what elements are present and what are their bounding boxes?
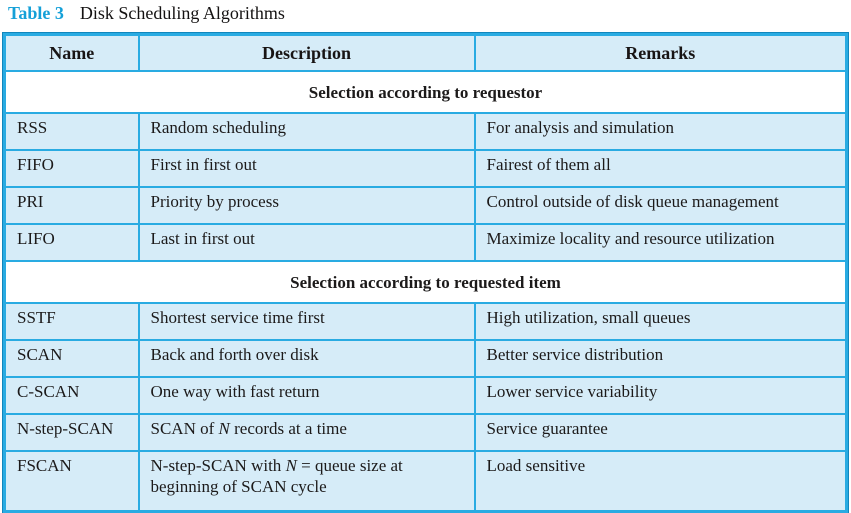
cell-remarks: Better service distribution	[473, 339, 848, 378]
description-text: N-step-SCAN with	[150, 456, 286, 475]
cell-name: FSCAN	[3, 450, 140, 513]
cell-remarks: Control outside of disk queue management	[473, 186, 848, 225]
cell-remarks: For analysis and simulation	[473, 112, 848, 151]
cell-name: N-step-SCAN	[3, 413, 140, 452]
table-container: Name Description Remarks Selection accor…	[2, 32, 849, 513]
cell-remarks: High utilization, small queues	[473, 302, 848, 341]
cell-remarks: Fairest of them all	[473, 149, 848, 188]
section-heading-requested-item: Selection according to requested item	[3, 260, 848, 304]
cell-description: Priority by process	[137, 186, 476, 225]
cell-description: SCAN of N records at a time	[137, 413, 476, 452]
table-row: PRI Priority by process Control outside …	[3, 186, 848, 225]
cell-description: Last in first out	[137, 223, 476, 262]
description-italic: N	[285, 456, 297, 475]
description-text: Back and forth over disk	[150, 345, 319, 364]
column-header-remarks: Remarks	[473, 33, 848, 72]
column-header-name: Name	[3, 33, 140, 72]
cell-remarks: Lower service variability	[473, 376, 848, 415]
section-heading-requestor: Selection according to requestor	[3, 70, 848, 114]
header-row: Name Description Remarks	[3, 33, 848, 72]
cell-name: PRI	[3, 186, 140, 225]
cell-description: Back and forth over disk	[137, 339, 476, 378]
table-row: RSS Random scheduling For analysis and s…	[3, 112, 848, 151]
cell-description: First in first out	[137, 149, 476, 188]
column-header-description: Description	[137, 33, 476, 72]
description-text: Priority by process	[150, 192, 279, 211]
cell-name: RSS	[3, 112, 140, 151]
description-text: Last in first out	[150, 229, 255, 248]
description-text: SCAN of	[150, 419, 219, 438]
table-row: N-step-SCAN SCAN of N records at a time …	[3, 413, 848, 452]
table-row: FIFO First in first out Fairest of them …	[3, 149, 848, 188]
description-text: Random scheduling	[150, 118, 287, 137]
table-row: C-SCAN One way with fast return Lower se…	[3, 376, 848, 415]
description-text: First in first out	[150, 155, 257, 174]
table-row: SSTF Shortest service time first High ut…	[3, 302, 848, 341]
table-caption: Table 3 Disk Scheduling Algorithms	[8, 3, 285, 24]
cell-description: One way with fast return	[137, 376, 476, 415]
cell-description: Random scheduling	[137, 112, 476, 151]
cell-name: SCAN	[3, 339, 140, 378]
cell-name: LIFO	[3, 223, 140, 262]
table-caption-title: Disk Scheduling Algorithms	[79, 3, 285, 23]
cell-remarks: Load sensitive	[473, 450, 848, 513]
section-heading-row: Selection according to requested item	[3, 260, 848, 304]
cell-name: SSTF	[3, 302, 140, 341]
description-text-post: records at a time	[229, 419, 347, 438]
cell-name: FIFO	[3, 149, 140, 188]
cell-remarks: Maximize locality and resource utilizati…	[473, 223, 848, 262]
table-row: FSCAN N-step-SCAN with N = queue size at…	[3, 450, 848, 513]
table-row: SCAN Back and forth over disk Better ser…	[3, 339, 848, 378]
cell-description: Shortest service time first	[137, 302, 476, 341]
cell-name: C-SCAN	[3, 376, 140, 415]
section-heading-row: Selection according to requestor	[3, 70, 848, 114]
table-row: LIFO Last in first out Maximize locality…	[3, 223, 848, 262]
description-italic: N	[218, 419, 230, 438]
description-text: One way with fast return	[150, 382, 320, 401]
table-caption-number: Table 3	[8, 3, 64, 23]
description-text: Shortest service time first	[150, 308, 325, 327]
cell-remarks: Service guarantee	[473, 413, 848, 452]
cell-description: N-step-SCAN with N = queue size at begin…	[137, 450, 476, 513]
disk-scheduling-table: Name Description Remarks Selection accor…	[2, 32, 849, 513]
